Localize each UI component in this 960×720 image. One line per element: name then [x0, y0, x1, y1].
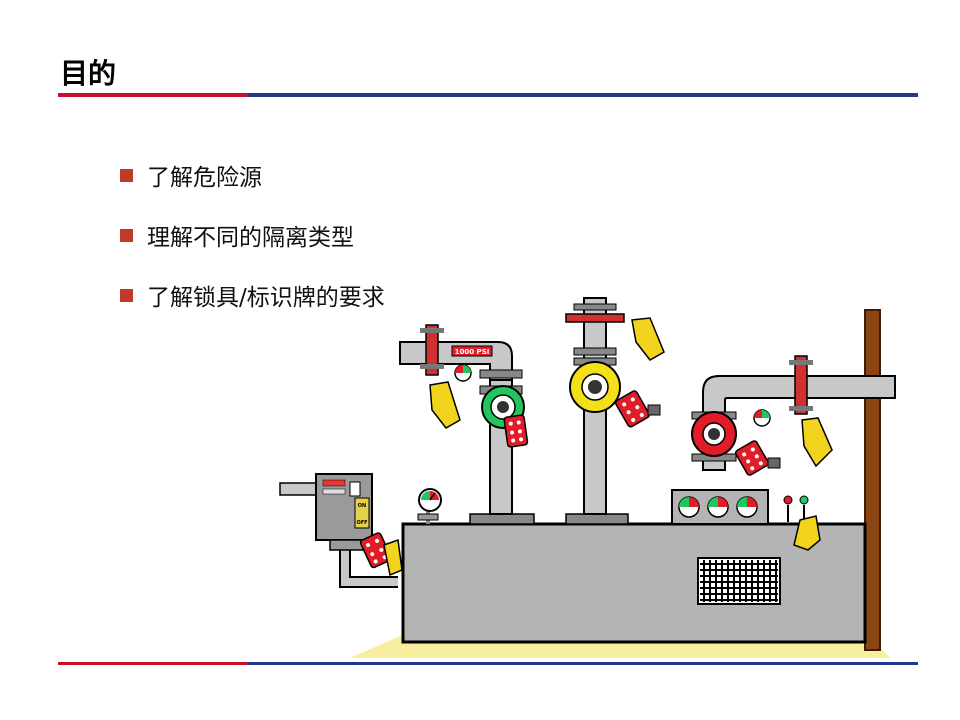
- right-pipe-assembly: [691, 355, 896, 471]
- padlock-body: [767, 457, 781, 469]
- objective-item: 了解危险源: [120, 160, 385, 191]
- footer-divider: [58, 662, 918, 665]
- bullet-square-icon: [120, 288, 133, 302]
- lockout-machine-illustration: ON OFF 1000 PSI: [279, 297, 896, 658]
- objective-text: 理解不同的隔离类型: [147, 225, 354, 251]
- machine-body: [401, 522, 867, 644]
- divider-red-segment: [58, 662, 248, 665]
- objective-text: 了解危险源: [147, 165, 262, 191]
- objective-item: 理解不同的隔离类型: [120, 220, 385, 251]
- red-lockout-hasp: [734, 440, 770, 476]
- yellow-tag: [801, 417, 833, 468]
- objective-item: 了解锁具/标识牌的要求: [120, 280, 385, 311]
- slide-title: 目的: [60, 57, 117, 90]
- pressure-gauge: [417, 488, 442, 524]
- wall-post: [864, 309, 881, 651]
- gauge-panel: [671, 489, 769, 525]
- gauge-1000psi: 1000 PSI: [451, 345, 493, 382]
- padlock-body: [647, 404, 661, 416]
- red-valve-wheel: [691, 411, 737, 457]
- yellow-tag: [383, 538, 403, 577]
- yellow-valve-wheel: [569, 361, 621, 413]
- bullet-square-icon: [120, 168, 133, 182]
- electrical-disconnect: ON OFF: [279, 473, 373, 551]
- control-levers: [783, 495, 809, 522]
- switch-on-label: ON: [358, 503, 366, 509]
- small-gauge: [753, 409, 771, 427]
- objective-list: 了解危险源 理解不同的隔离类型 了解锁具/标识牌的要求: [120, 160, 385, 340]
- switch-off-label: OFF: [356, 520, 367, 526]
- red-lockout-hasp: [503, 414, 529, 448]
- divider-blue-segment: [248, 662, 918, 665]
- yellow-tag: [429, 381, 461, 429]
- bullet-square-icon: [120, 228, 133, 242]
- red-lockout-hasp: [614, 390, 651, 428]
- divider-blue-segment: [248, 93, 918, 97]
- divider-red-segment: [58, 93, 248, 97]
- yellow-tag: [631, 317, 665, 361]
- objective-text: 了解锁具/标识牌的要求: [147, 285, 385, 311]
- title-divider: [58, 93, 918, 97]
- yellow-tag: [793, 515, 821, 551]
- gauge-label: 1000 PSI: [455, 348, 490, 356]
- vent-grille: [697, 557, 781, 605]
